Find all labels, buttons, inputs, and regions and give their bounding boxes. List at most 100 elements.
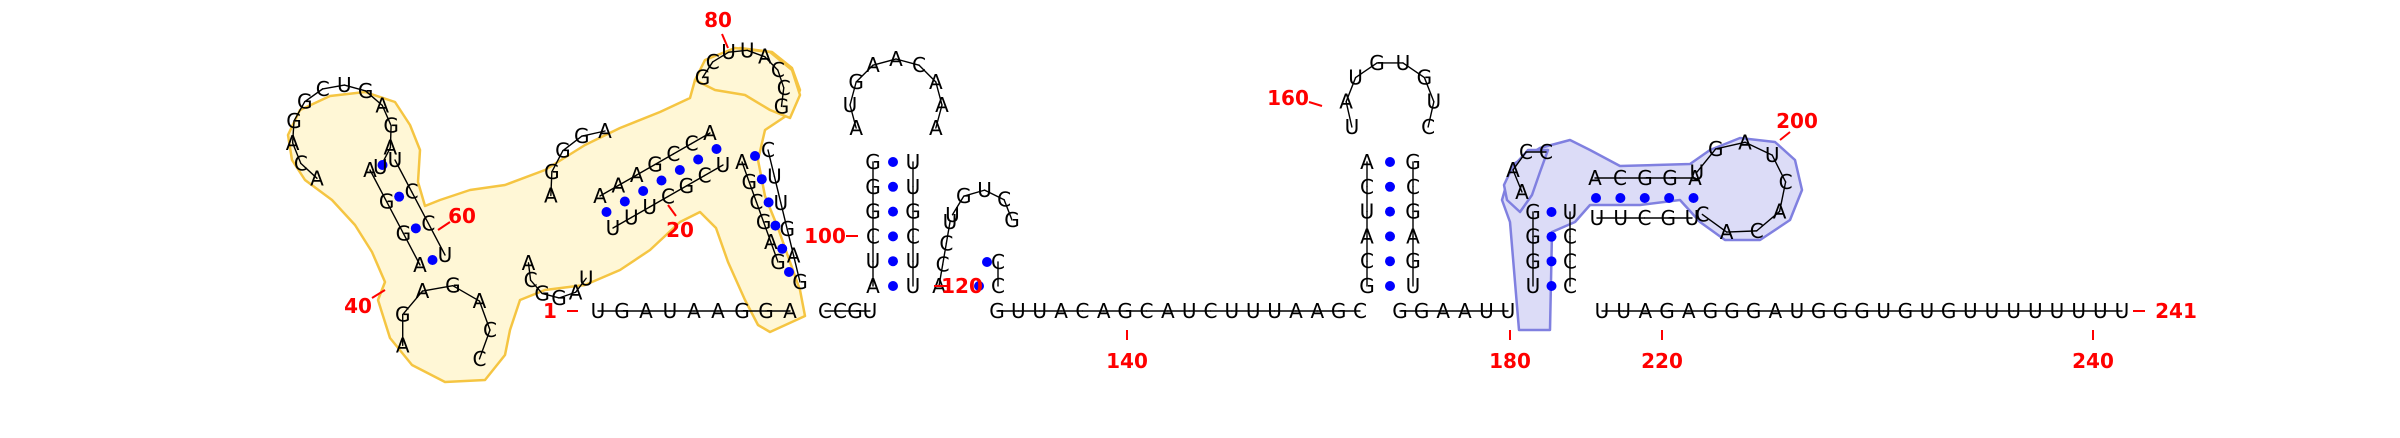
nucleotide: A [1436,299,1450,323]
nucleotide: U [906,249,921,273]
position-number: 160 [1267,86,1309,110]
base-pair-dot [763,197,774,208]
base-pair-dot [888,231,898,242]
nucleotide: G [905,200,921,224]
nucleotide: U [721,40,736,64]
backbone-segment [410,190,430,225]
backbone-segment [551,149,564,173]
nucleotide: C [1360,175,1374,199]
base-pair-dot [756,174,767,185]
nucleotide: G [1703,299,1719,323]
base-pair-dot [377,160,388,170]
nucleotide: C [991,250,1005,274]
nucleotide: U [388,148,403,172]
nucleotide: U [1406,274,1421,298]
backbone-segment [612,216,633,229]
nucleotide: G [758,299,774,323]
nucleotide: C [866,224,880,248]
nucleotide: A [1054,299,1068,323]
backbone-segment [1512,151,1527,171]
backbone-segment [945,221,951,245]
nucleotide: A [929,70,943,94]
nucleotide: U [642,195,657,219]
nucleotide: G [779,217,795,241]
nucleotide: A [1588,166,1602,190]
position-number: 1 [543,299,557,323]
backbone-segment [541,292,560,299]
nucleotide: U [606,216,621,240]
nucleotide: G [1405,150,1421,174]
nucleotide: A [783,299,797,323]
nucleotide: A [687,299,701,323]
base-pair-dot [1664,193,1675,203]
base-pair-dot [888,181,898,192]
nucleotide: A [866,274,880,298]
backbone-segment [855,64,874,83]
nucleotide: G [1662,166,1678,190]
backbone-segment [452,284,481,302]
nucleotide: U [373,155,388,179]
nucleotide: U [1032,299,1047,323]
nucleotide: U [1427,90,1442,114]
nucleotide: A [1773,199,1787,223]
backbone-segment [364,90,383,107]
nucleotide: U [1011,299,1026,323]
nucleotide: G [1359,274,1375,298]
nucleotide: G [534,281,550,305]
nucleotide: G [774,94,790,118]
nucleotide: U [863,299,878,323]
nucleotide: A [1360,150,1374,174]
nucleotide: U [943,210,958,234]
backbone-segment [792,254,801,283]
backbone-segment [755,201,765,223]
nucleotide: G [865,200,881,224]
nucleotide: C [1360,249,1374,273]
backbone-segment [402,232,421,266]
backbone-segment [529,279,543,295]
nucleotide: G [1708,137,1724,161]
nucleotide: A [1506,158,1520,182]
backbone-segment [780,202,788,230]
backbone-segment [711,51,730,63]
position-tick [1308,101,1323,107]
nucleotide: C [661,185,675,209]
backbone-segment [935,81,943,106]
backbone-segment [767,149,776,178]
base-pair-dot [427,255,438,265]
backbone-segment [690,132,711,145]
base-pair-dot [888,157,898,167]
nucleotide: C [1638,206,1652,230]
nucleotide: U [2093,299,2108,323]
nucleotide: C [1539,140,1553,164]
nucleotide: G [358,79,374,103]
position-number: 20 [666,218,694,242]
nucleotide: A [1638,299,1652,323]
base-pair-dot [601,207,612,217]
nucleotide: U [1595,299,1610,323]
backbone-segment [630,206,651,219]
nucleotide: U [438,243,453,267]
base-pair-dot [394,191,405,202]
backbone-segment [667,185,688,198]
nucleotide: A [1097,299,1111,323]
backbone-segment [1345,76,1357,103]
backbone-segment [304,88,324,103]
nucleotide: G [1525,200,1541,224]
backbone-layer [291,49,2123,360]
backbone-segment [872,58,897,66]
nucleotide: A [735,150,749,174]
nucleotide: G [865,150,881,174]
nucleotide: A [787,244,801,268]
nucleotide: U [1985,299,2000,323]
backbone-segment [381,104,392,127]
nucleotide: U [2071,299,2086,323]
nucleotide: G [1746,299,1762,323]
nucleotide: G [741,170,757,194]
nucleotide: A [764,230,778,254]
nucleotide: C [761,138,775,162]
backbone-segment [780,87,785,108]
nucleotide: A [1289,299,1303,323]
position-number: 100 [804,224,846,248]
nucleotide: A [598,119,612,143]
